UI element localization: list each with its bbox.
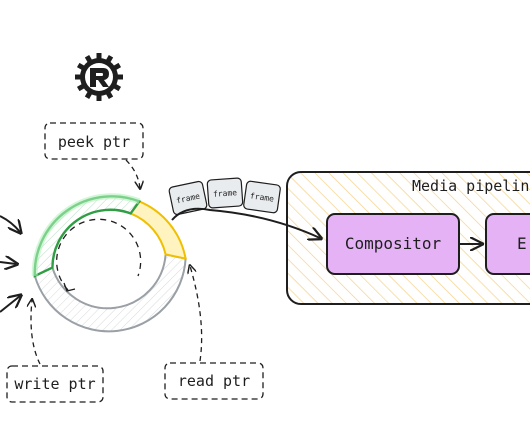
write-ptr-arrow [31, 300, 41, 365]
rust-logo-icon [75, 53, 123, 101]
ring-segment-written [33, 195, 142, 278]
incoming-writes [0, 215, 20, 313]
ring-segment-peeked [129, 200, 187, 260]
write-ptr-text: write ptr [14, 375, 95, 393]
compositor-stage: Compositor [326, 213, 460, 275]
peek-ptr-arrow [125, 159, 140, 188]
compositor-label: Compositor [345, 234, 442, 253]
read-ptr-label: read ptr [164, 266, 264, 400]
ring-direction-arc [56, 218, 142, 291]
frame-cards: frame frame frame [168, 177, 281, 216]
frame-label: frame [249, 191, 274, 203]
write-ptr-label: write ptr [6, 300, 104, 403]
next-stage-label: E [517, 234, 527, 253]
ring-to-compositor-arrow [171, 207, 320, 238]
frame-card: frame [168, 180, 208, 216]
ring-buffer [31, 193, 187, 333]
peek-ptr-text: peek ptr [58, 133, 130, 151]
frame-card: frame [243, 180, 281, 214]
read-ptr-arrow [190, 266, 203, 362]
frame-card: frame [206, 177, 244, 209]
peek-ptr-label: peek ptr [44, 122, 143, 188]
frame-label: frame [213, 188, 238, 199]
next-stage: E [485, 213, 530, 275]
pipeline-title: Media pipeline [412, 177, 530, 195]
read-ptr-text: read ptr [178, 372, 250, 390]
